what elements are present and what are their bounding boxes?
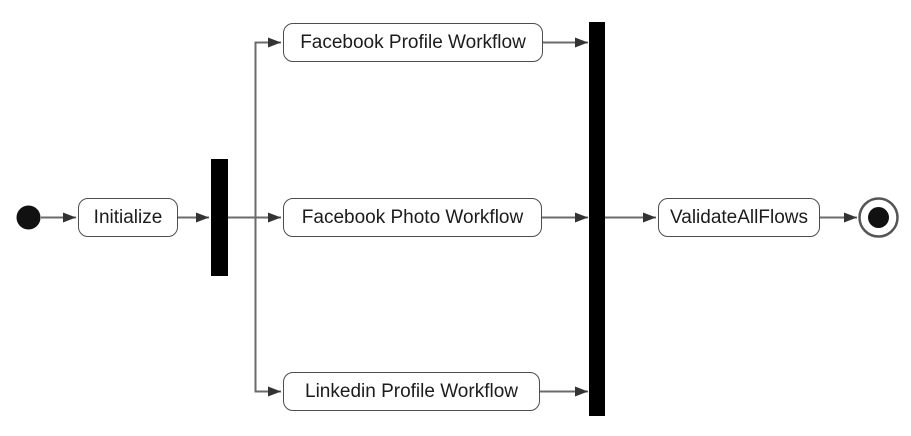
final-node-icon — [858, 197, 899, 238]
edge-fork-to-linkedin-profile — [254, 217, 281, 397]
fork-bar — [211, 159, 228, 276]
join-bar — [589, 22, 605, 416]
activity-facebook-photo-workflow: Facebook Photo Workflow — [283, 198, 542, 237]
edge-fork-to-facebook-profile — [254, 37, 281, 218]
activity-facebook-profile-workflow: Facebook Profile Workflow — [283, 23, 543, 62]
activity-linkedin-profile-workflow: Linkedin Profile Workflow — [283, 372, 540, 411]
initial-node-icon — [16, 205, 41, 230]
activity-validate-all-flows: ValidateAllFlows — [658, 198, 820, 237]
activity-initialize: Initialize — [78, 198, 178, 237]
